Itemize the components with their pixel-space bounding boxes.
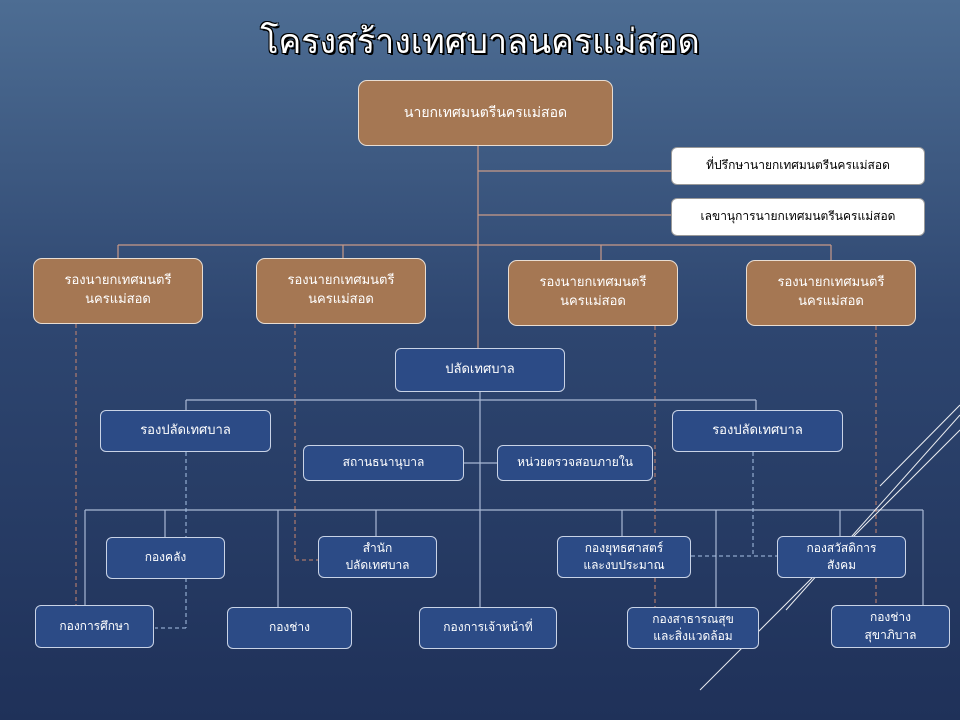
deputy-mayor-box: รองนายกเทศมนตรี นครแม่สอด [256,258,426,324]
clerk-box: ปลัดเทศบาล [395,348,565,392]
public-health-division-box: กองสาธารณสุข และสิ่งแวดล้อม [627,607,759,649]
pawnshop-box: สถานธนานุบาล [303,445,464,481]
deputy-mayor-box: รองนายกเทศมนตรี นครแม่สอด [746,260,916,326]
sanitation-engineering-division-box: กองช่าง สุขาภิบาล [831,605,950,648]
welfare-division-box: กองสวัสดิการ สังคม [777,536,906,578]
deputy-clerk-box: รองปลัดเทศบาล [672,410,843,452]
mayor-box: นายกเทศมนตรีนครแม่สอด [358,80,613,146]
strategy-division-box: กองยุทธศาสตร์ และงบประมาณ [557,536,691,578]
education-division-box: กองการศึกษา [35,605,154,648]
secretary-box: เลขานุการนายกเทศมนตรีนครแม่สอด [671,198,925,236]
personnel-division-box: กองการเจ้าหน้าที่ [419,607,557,649]
treasury-division-box: กองคลัง [106,537,225,579]
deputy-mayor-box: รองนายกเทศมนตรี นครแม่สอด [508,260,678,326]
internal-audit-box: หน่วยตรวจสอบภายใน [497,445,653,481]
deputy-mayor-box: รองนายกเทศมนตรี นครแม่สอด [33,258,203,324]
clerk-office-box: สำนัก ปลัดเทศบาล [318,536,437,578]
page-title: โครงสร้างเทศบาลนครแม่สอด [260,22,700,62]
deputy-clerk-box: รองปลัดเทศบาล [100,410,271,452]
advisor-box: ที่ปรึกษานายกเทศมนตรีนครแม่สอด [671,147,925,185]
engineering-division-box: กองช่าง [227,607,352,649]
